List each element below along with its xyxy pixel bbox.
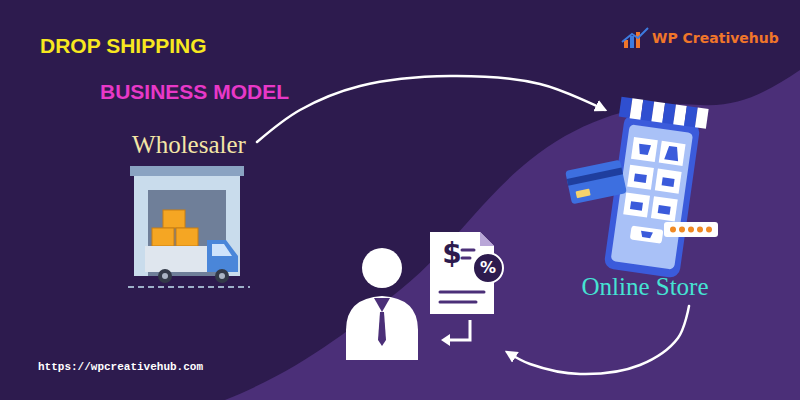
logo-text: WP Creativehub — [652, 30, 779, 46]
title: DROP SHIPPING — [40, 34, 206, 58]
rating-badge — [664, 222, 718, 237]
node-text: % — [474, 254, 502, 282]
online-store-node: Online Store — [565, 112, 729, 306]
flow-arrow — [257, 76, 605, 142]
flow-arrow — [507, 306, 689, 374]
warehouse-illustration — [128, 166, 250, 287]
person-invoice-icon — [346, 232, 503, 360]
subtitle: BUSINESS MODEL — [100, 80, 289, 104]
light-blob — [225, 70, 800, 400]
credit-card — [565, 160, 627, 205]
wholesaler-node: Wholesaler — [125, 130, 257, 295]
node-text: Online Store — [565, 272, 725, 302]
node-text: $ — [437, 237, 467, 271]
url-text: https://wpcreativehub.com — [38, 361, 203, 373]
node-text: Wholesaler — [125, 130, 253, 160]
logo-icon — [622, 28, 648, 48]
person-invoice-node: $% — [345, 225, 506, 360]
